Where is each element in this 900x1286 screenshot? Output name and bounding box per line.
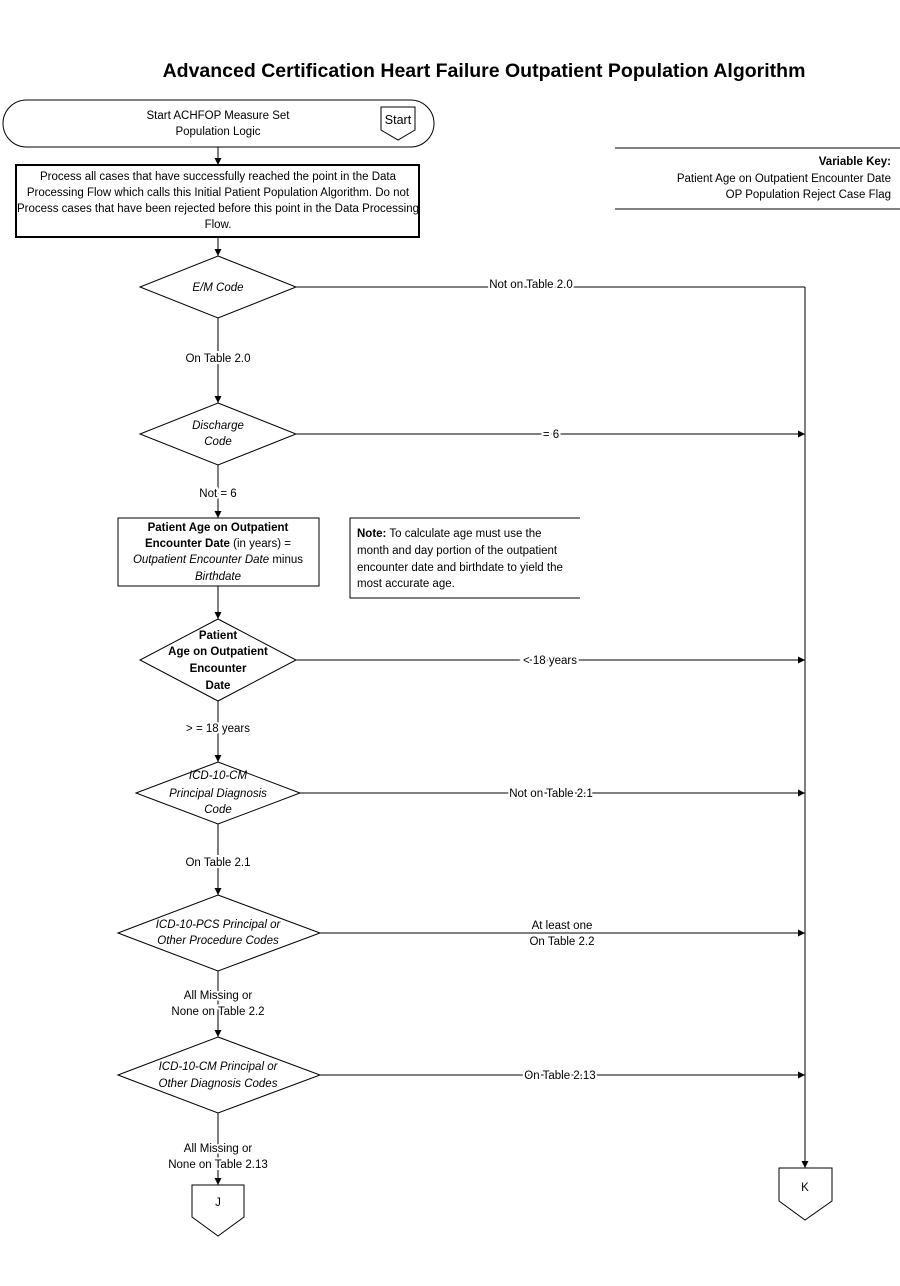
age-calculation-box: Patient Age on Outpatient Encounter Date…	[117, 517, 320, 587]
connector-k-label: K	[801, 1182, 809, 1194]
start-connector-label: Start	[385, 113, 412, 127]
calc-line2-rest: (in years) =	[230, 538, 291, 550]
note-line3: encounter date and birthdate to yield th…	[357, 562, 563, 574]
connector-j-label: J	[215, 1197, 221, 1209]
note-line4: most accurate age.	[357, 578, 455, 590]
note-line1: Note: To calculate age must use the	[357, 528, 542, 540]
variable-key: Variable Key: Patient Age on Outpatient …	[615, 147, 900, 210]
decision-patient-age: Patient Age on Outpatient Encounter Date	[138, 618, 298, 702]
process-box-line: Process all cases that have successfully…	[40, 171, 397, 183]
decision-other-diagnosis: ICD-10-CM Principal or Other Diagnosis C…	[116, 1036, 322, 1114]
calc-line1: Patient Age on Outpatient	[148, 522, 289, 534]
note-annotation: Note: To calculate age must use the mont…	[349, 517, 580, 599]
edge-label-age-no: < 18 years	[523, 655, 577, 667]
edge-label-discharge-no: = 6	[543, 429, 559, 441]
calc-line2-bold: Encounter Date	[145, 538, 230, 550]
decision-age-line4: Date	[206, 680, 231, 692]
connector-k: K	[778, 1167, 833, 1221]
variable-key-item: OP Population Reject Case Flag	[726, 189, 891, 201]
edge-label-procedure-no-line2: On Table 2.2	[529, 936, 594, 948]
edge-label-procedure-no-line1: At least one	[532, 920, 593, 932]
decision-age-line1: Patient	[199, 630, 238, 642]
variable-key-heading: Variable Key:	[819, 156, 891, 168]
decision-other-dx-line1: ICD-10-CM Principal or	[159, 1061, 279, 1073]
decision-procedure-line1: ICD-10-PCS Principal or	[156, 919, 282, 931]
decision-principal-dx-line1: ICD-10-CM	[189, 770, 248, 782]
start-label-line1: Start ACHFOP Measure Set	[147, 110, 291, 122]
decision-discharge-line2: Code	[204, 436, 232, 448]
process-box-line: Processing Flow which calls this Initial…	[27, 187, 410, 199]
diagram-title: Advanced Certification Heart Failure Out…	[163, 60, 806, 82]
decision-discharge-code: Discharge Code	[138, 402, 298, 466]
edge-label-em-yes: On Table 2.0	[185, 353, 250, 365]
start-label-line2: Population Logic	[175, 126, 260, 138]
calc-line3-italic: Outpatient Encounter Date	[133, 554, 269, 566]
process-box-line: Flow.	[205, 219, 232, 231]
calc-line3-rest: minus	[269, 554, 303, 566]
calc-line3: Outpatient Encounter Date minus	[133, 554, 303, 566]
start-terminator: Start ACHFOP Measure Set Population Logi…	[2, 99, 435, 148]
edge-label-age-yes: > = 18 years	[186, 723, 250, 735]
decision-procedure-line2: Other Procedure Codes	[157, 935, 279, 947]
note-line2: month and day portion of the outpatient	[357, 545, 558, 557]
decision-principal-dx-line3: Code	[204, 804, 232, 816]
note-label: Note:	[357, 528, 386, 540]
decision-other-dx-line2: Other Diagnosis Codes	[159, 1078, 278, 1090]
decision-em-code-label: E/M Code	[192, 282, 243, 294]
edge-label-principal-dx-no: Not on Table 2.1	[509, 788, 593, 800]
variable-key-item: Patient Age on Outpatient Encounter Date	[677, 173, 891, 185]
edge-label-other-dx-yes-line2: None on Table 2.13	[168, 1159, 268, 1171]
edge-label-principal-dx-yes: On Table 2.1	[185, 857, 250, 869]
decision-discharge-line1: Discharge	[192, 420, 244, 432]
calc-line2: Encounter Date (in years) =	[145, 538, 291, 550]
decision-procedure-codes: ICD-10-PCS Principal or Other Procedure …	[116, 894, 322, 972]
decision-age-line2: Age on Outpatient	[168, 646, 268, 658]
decision-em-code: E/M Code	[138, 255, 298, 319]
start-connector: Start	[380, 106, 416, 141]
edge-label-procedure-yes-line1: All Missing or	[184, 990, 253, 1002]
edge-label-em-no: Not on Table 2.0	[489, 279, 573, 291]
edge-label-procedure-yes-line2: None on Table 2.2	[171, 1006, 264, 1018]
edge-label-other-dx-yes-line1: All Missing or	[184, 1143, 253, 1155]
decision-age-line3: Encounter	[190, 663, 247, 675]
edge-label-discharge-yes: Not = 6	[199, 488, 236, 500]
note-line1-text: To calculate age must use the	[386, 528, 541, 540]
decision-principal-dx-line2: Principal Diagnosis	[169, 788, 267, 800]
calc-line4: Birthdate	[195, 571, 241, 583]
process-box: Process all cases that have successfully…	[15, 164, 420, 238]
process-box-line: Process cases that have been rejected be…	[17, 203, 419, 215]
edge-label-other-dx-no: On Table 2.13	[524, 1070, 595, 1082]
decision-principal-diagnosis: ICD-10-CM Principal Diagnosis Code	[134, 761, 302, 825]
connector-j: J	[191, 1184, 245, 1237]
